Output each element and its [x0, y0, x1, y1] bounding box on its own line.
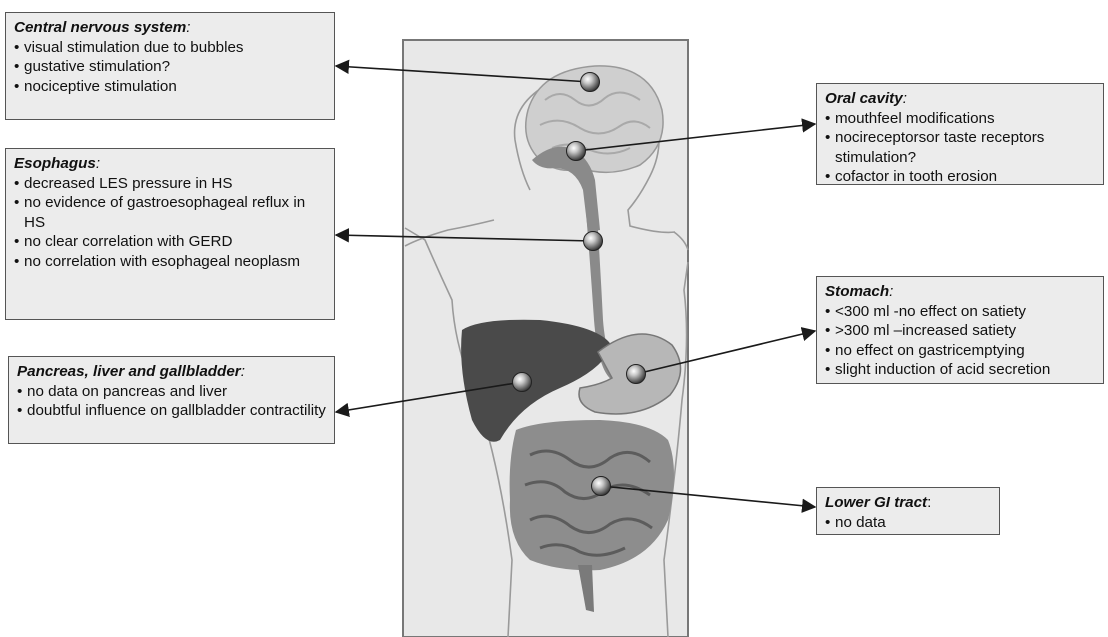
marker-stomach — [627, 365, 646, 384]
pancreas-box: Pancreas, liver and gallbladder: no data… — [8, 356, 335, 444]
list-item: >300 ml –increased satiety — [825, 321, 1095, 341]
list-item: visual stimulation due to bubbles — [14, 38, 326, 58]
marker-lower-gi — [592, 477, 611, 496]
oral-list: mouthfeel modifications nocireceptorsor … — [825, 109, 1095, 187]
list-item: no effect on gastricemptying — [825, 341, 1095, 361]
list-item: doubtful influence on gallbladder contra… — [17, 401, 326, 421]
pancreas-title: Pancreas, liver and gallbladder: — [17, 362, 326, 382]
pancreas-list: no data on pancreas and liver doubtful i… — [17, 382, 326, 421]
lower-gi-title: Lower GI tract: — [825, 493, 991, 513]
oral-box: Oral cavity: mouthfeel modifications noc… — [816, 83, 1104, 185]
esophagus-box: Esophagus: decreased LES pressure in HS … — [5, 148, 335, 320]
stomach-title: Stomach: — [825, 282, 1095, 302]
stomach-box: Stomach: <300 ml -no effect on satiety >… — [816, 276, 1104, 384]
list-item: no evidence of gastroesophageal reflux i… — [14, 193, 326, 232]
list-item: no correlation with esophageal neoplasm — [14, 252, 326, 272]
list-item: gustative stimulation? — [14, 57, 326, 77]
list-item: no data on pancreas and liver — [17, 382, 326, 402]
marker-pancreas — [513, 373, 532, 392]
marker-oral — [567, 142, 586, 161]
oral-title: Oral cavity: — [825, 89, 1095, 109]
list-item: nocireceptorsor taste receptors stimulat… — [825, 128, 1095, 167]
cns-box: Central nervous system: visual stimulati… — [5, 12, 335, 120]
esophagus-list: decreased LES pressure in HS no evidence… — [14, 174, 326, 272]
lower-gi-box: Lower GI tract: no data — [816, 487, 1000, 535]
list-item: no data — [825, 513, 991, 533]
cns-title: Central nervous system: — [14, 18, 326, 38]
list-item: mouthfeel modifications — [825, 109, 1095, 129]
lower-gi-list: no data — [825, 513, 991, 533]
list-item: no clear correlation with GERD — [14, 232, 326, 252]
list-item: nociceptive stimulation — [14, 77, 326, 97]
esophagus-title: Esophagus: — [14, 154, 326, 174]
stomach-list: <300 ml -no effect on satiety >300 ml –i… — [825, 302, 1095, 380]
marker-esophagus — [584, 232, 603, 251]
list-item: decreased LES pressure in HS — [14, 174, 326, 194]
list-item: <300 ml -no effect on satiety — [825, 302, 1095, 322]
list-item: cofactor in tooth erosion — [825, 167, 1095, 187]
list-item: slight induction of acid secretion — [825, 360, 1095, 380]
cns-list: visual stimulation due to bubbles gustat… — [14, 38, 326, 97]
marker-cns — [581, 73, 600, 92]
